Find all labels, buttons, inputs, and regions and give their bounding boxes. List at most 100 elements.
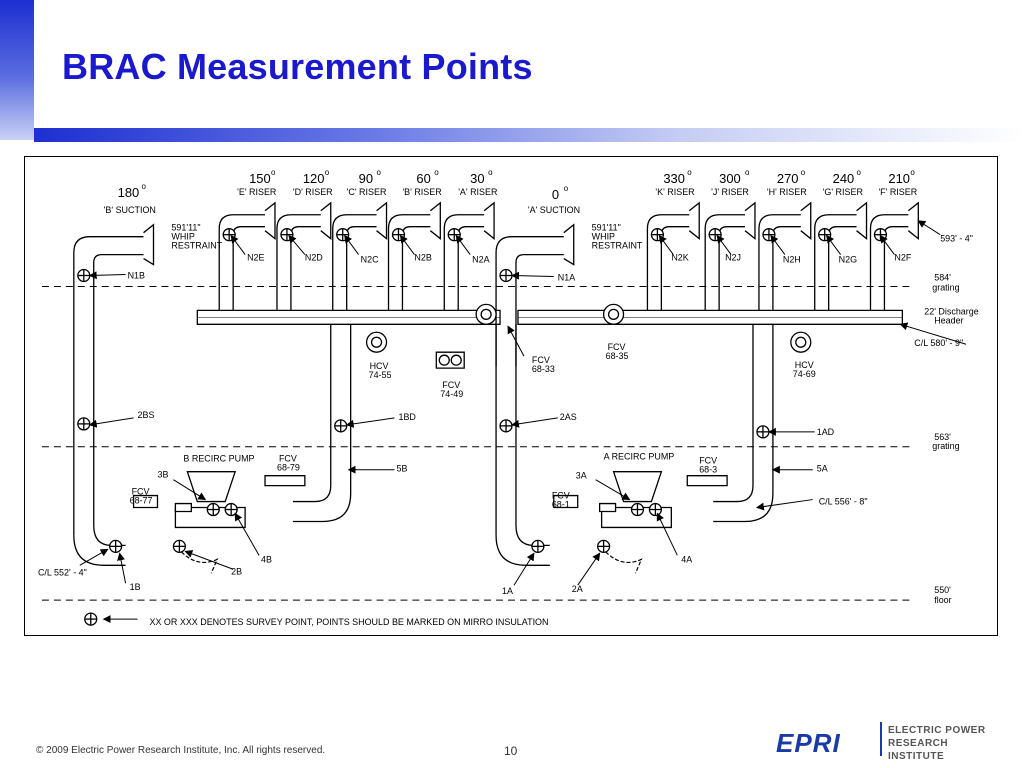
svg-text:WHIP: WHIP xyxy=(592,232,615,242)
svg-text:FCV: FCV xyxy=(699,456,717,466)
deg-60: 60 xyxy=(416,171,430,186)
svg-text:RESTRAINT: RESTRAINT xyxy=(171,241,222,251)
svg-text:4A: 4A xyxy=(681,554,692,564)
deg-30: 30 xyxy=(470,171,484,186)
deg-0: 0 xyxy=(552,187,559,202)
a-recirc-pump-label: A RECIRC PUMP xyxy=(604,452,675,462)
deg-270: 270 xyxy=(777,171,799,186)
page-title: BRAC Measurement Points xyxy=(62,46,533,87)
diagram-labels: 150 120 90 60 30 330 300 270 240 210 180… xyxy=(38,168,979,627)
svg-text:grating: grating xyxy=(932,282,959,292)
svg-text:o: o xyxy=(745,168,750,177)
riser-b: 'B' RISER xyxy=(402,187,442,197)
piping-svg: 150 120 90 60 30 330 300 270 240 210 180… xyxy=(38,168,979,627)
svg-text:563': 563' xyxy=(934,432,951,442)
logo-divider xyxy=(880,722,882,756)
deg-150: 150 xyxy=(249,171,271,186)
svg-text:o: o xyxy=(564,184,569,193)
svg-text:Header: Header xyxy=(934,315,963,325)
svg-text:2B: 2B xyxy=(231,566,242,576)
svg-text:68-77: 68-77 xyxy=(130,496,153,506)
svg-text:FCV: FCV xyxy=(279,454,297,464)
svg-text:74-55: 74-55 xyxy=(369,370,392,380)
svg-text:C/L 552' - 4": C/L 552' - 4" xyxy=(38,567,87,577)
svg-text:3B: 3B xyxy=(157,470,168,480)
svg-text:C/L 556' - 8": C/L 556' - 8" xyxy=(819,497,868,507)
svg-text:1B: 1B xyxy=(130,582,141,592)
svg-text:FCV: FCV xyxy=(532,355,550,365)
page-number: 10 xyxy=(504,744,518,758)
deg-240: 240 xyxy=(833,171,855,186)
deg-180: 180 xyxy=(118,185,140,200)
epri-logo: EPRI ELECTRIC POWER RESEARCH INSTITUTE xyxy=(776,720,996,762)
svg-text:2BS: 2BS xyxy=(138,410,155,420)
riser-d: 'D' RISER xyxy=(293,187,333,197)
svg-text:floor: floor xyxy=(934,595,951,605)
svg-text:RESTRAINT: RESTRAINT xyxy=(592,241,643,251)
svg-text:FCV: FCV xyxy=(442,380,460,390)
suction-lines xyxy=(73,223,575,566)
svg-text:N2F: N2F xyxy=(894,253,911,263)
svg-text:591'11": 591'11" xyxy=(171,223,200,233)
riser-h: 'H' RISER xyxy=(767,187,807,197)
piping-diagram: 150 120 90 60 30 330 300 270 240 210 180… xyxy=(24,156,998,636)
svg-text:o: o xyxy=(687,168,692,177)
svg-text:4B: 4B xyxy=(261,554,272,564)
svg-text:591'11": 591'11" xyxy=(592,223,621,233)
svg-text:3A: 3A xyxy=(576,471,587,481)
svg-text:N2K: N2K xyxy=(671,253,688,263)
svg-text:N2A: N2A xyxy=(472,255,489,265)
svg-text:550': 550' xyxy=(934,585,951,595)
svg-text:N2G: N2G xyxy=(839,255,857,265)
legend-text: XX OR XXX DENOTES SURVEY POINT, POINTS S… xyxy=(150,617,549,627)
svg-text:2A: 2A xyxy=(572,584,583,594)
svg-text:C/L 580' - 9": C/L 580' - 9" xyxy=(914,338,963,348)
svg-text:1BD: 1BD xyxy=(398,412,416,422)
leader-arrows xyxy=(79,220,967,624)
svg-text:22' Discharge: 22' Discharge xyxy=(924,306,978,316)
deg-300: 300 xyxy=(719,171,741,186)
svg-text:o: o xyxy=(910,168,915,177)
deg-90: 90 xyxy=(359,171,373,186)
svg-text:N1A: N1A xyxy=(558,272,575,282)
survey-points xyxy=(77,228,888,626)
svg-text:HCV: HCV xyxy=(370,361,389,371)
svg-text:o: o xyxy=(271,168,276,177)
svg-text:FCV: FCV xyxy=(132,487,150,497)
svg-text:HCV: HCV xyxy=(795,360,814,370)
discharge-lines xyxy=(292,324,774,523)
svg-text:N2J: N2J xyxy=(725,253,741,263)
svg-text:68-1: 68-1 xyxy=(552,500,570,510)
svg-text:1A: 1A xyxy=(502,586,513,596)
svg-text:74-69: 74-69 xyxy=(793,369,816,379)
svg-text:FCV: FCV xyxy=(608,342,626,352)
svg-text:N2B: N2B xyxy=(414,253,431,263)
riser-k: 'K' RISER xyxy=(655,187,695,197)
svg-text:68-35: 68-35 xyxy=(606,351,629,361)
riser-e: 'E' RISER xyxy=(237,187,277,197)
b-recirc-pump-label: B RECIRC PUMP xyxy=(183,454,254,464)
copyright-text: © 2009 Electric Power Research Institute… xyxy=(36,745,326,756)
svg-text:o: o xyxy=(142,182,147,191)
svg-text:593' - 4": 593' - 4" xyxy=(940,234,973,244)
svg-text:o: o xyxy=(488,168,493,177)
svg-text:N2H: N2H xyxy=(783,255,801,265)
riser-c: 'C' RISER xyxy=(347,187,387,197)
epri-logo-mark: EPRI xyxy=(776,728,841,758)
riser-j: 'J' RISER xyxy=(711,187,749,197)
svg-text:5B: 5B xyxy=(396,464,407,474)
svg-text:N2E: N2E xyxy=(247,253,264,263)
logo-name: ELECTRIC POWER RESEARCH INSTITUTE xyxy=(888,725,986,762)
suction-a: 'A' SUCTION xyxy=(528,205,580,215)
svg-text:N2D: N2D xyxy=(305,253,323,263)
svg-text:5A: 5A xyxy=(817,464,828,474)
svg-text:o: o xyxy=(434,168,439,177)
svg-text:1AD: 1AD xyxy=(817,427,835,437)
svg-text:grating: grating xyxy=(932,441,959,451)
elevation-lines xyxy=(41,285,913,601)
svg-text:N2C: N2C xyxy=(361,255,379,265)
svg-text:68-3: 68-3 xyxy=(699,465,717,475)
drain-chains xyxy=(176,546,643,574)
svg-text:o: o xyxy=(377,168,382,177)
svg-text:FCV: FCV xyxy=(552,491,570,501)
